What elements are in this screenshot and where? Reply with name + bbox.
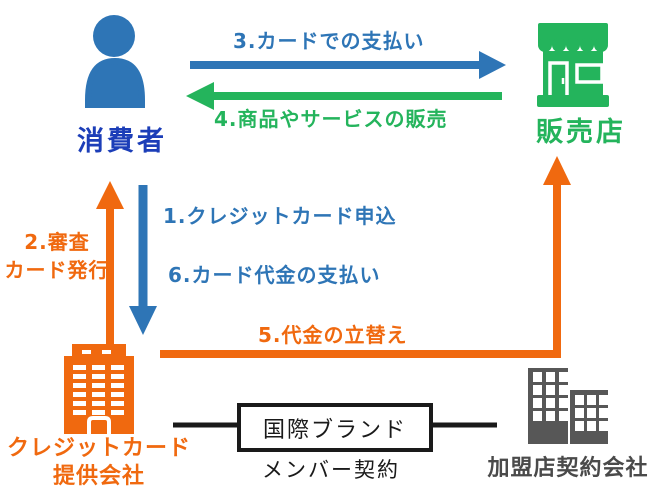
store-label: 販売店 xyxy=(536,117,626,148)
acquirer-label: 加盟店契約会社 xyxy=(487,456,649,481)
screening-issue-arrow xyxy=(96,181,124,345)
international-brand-label: 国際ブランド xyxy=(262,417,407,443)
apply-label: 1.クレジットカード申込 xyxy=(163,204,397,228)
bill-payment-label: 6.カード代金の支払い xyxy=(168,263,381,287)
international-brand-box: 国際ブランド xyxy=(237,403,433,452)
storefront-icon xyxy=(532,18,614,110)
advance-arrow xyxy=(160,156,571,358)
screening-label-line2: カード発行 xyxy=(4,258,110,282)
goods-sales-arrow xyxy=(186,82,502,110)
apply-payment-arrow xyxy=(129,185,157,335)
screening-label-line1: 2.審査 xyxy=(24,230,90,254)
card-company-label-line1: クレジットカード xyxy=(6,436,192,461)
card-company-label-line2: 提供会社 xyxy=(52,464,146,489)
member-contract-label: メンバー契約 xyxy=(262,458,400,482)
consumer-label: 消費者 xyxy=(77,126,167,157)
card-payment-label: 3.カードでの支払い xyxy=(233,29,425,53)
person-icon xyxy=(80,14,150,111)
twin-buildings-icon xyxy=(524,364,614,448)
office-building-icon xyxy=(58,342,140,436)
goods-sales-label: 4.商品やサービスの販売 xyxy=(214,107,448,131)
card-payment-arrow xyxy=(190,51,506,79)
advance-label: 5.代金の立替え xyxy=(258,323,408,347)
